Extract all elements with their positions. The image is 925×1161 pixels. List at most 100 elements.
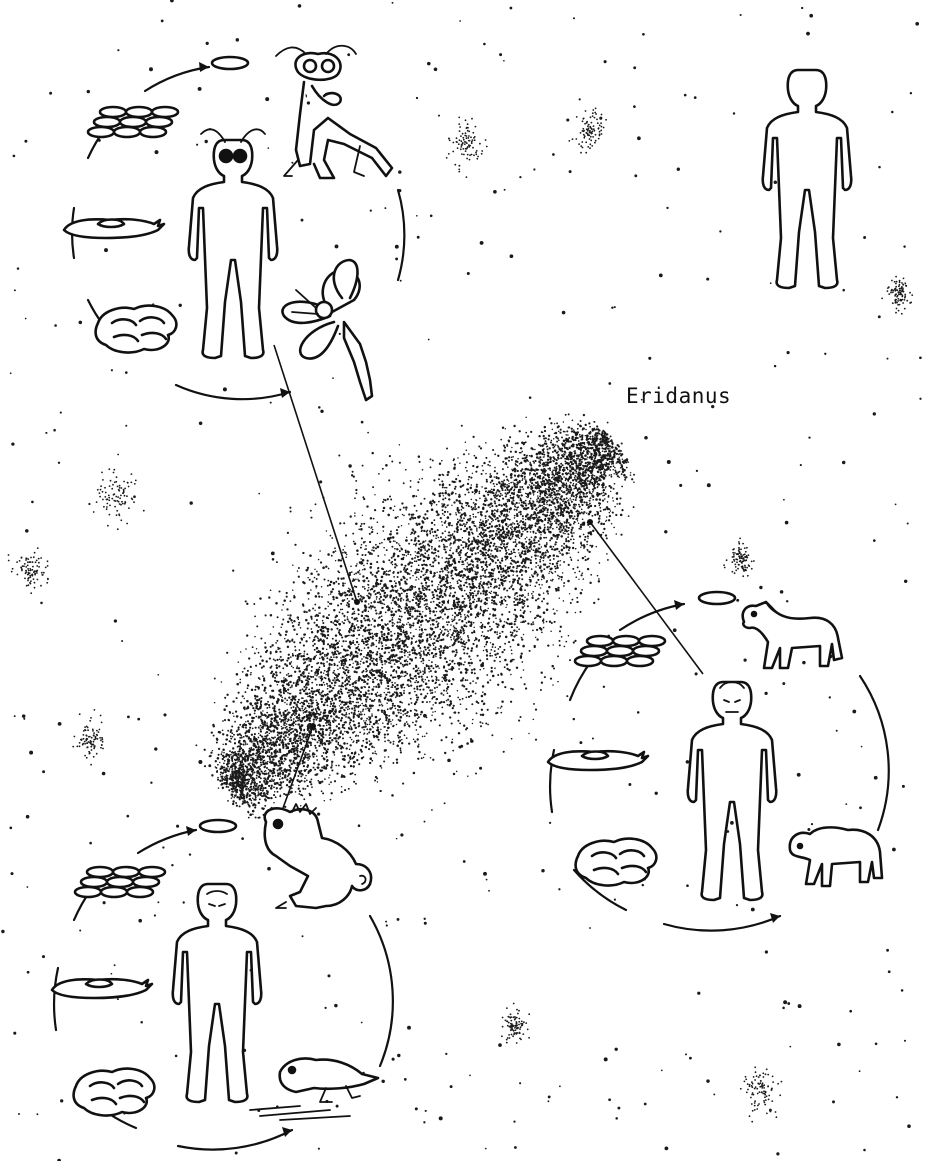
nebula-dot [353,781,355,783]
nebula-dot [568,413,570,415]
nebula-dot [399,651,400,652]
nebula-dot [443,701,445,703]
nebula-dot [384,663,386,665]
nebula-dot [435,664,437,666]
nebula-dot [353,683,355,685]
nebula-dot [326,717,329,720]
nebula-dot [415,657,417,659]
nebula-dot [322,615,324,617]
nebula-dot [407,652,409,654]
nebula-dot [400,686,402,688]
nebula-dot [341,692,343,694]
nebula-dot [368,693,370,695]
nebula-dot [530,526,532,528]
nebula-dot [317,741,319,743]
nebula-dot [420,549,423,552]
nebula-dot [470,477,472,479]
nebula-dot [305,688,307,690]
nebula-dot [481,465,483,467]
nebula-dot [553,549,555,551]
nebula-dot [546,496,548,498]
nebula-dot [390,660,391,661]
nebula-dot [460,663,462,665]
nebula-dot [596,546,598,548]
nebula-dot [511,447,512,448]
nebula-dot [454,488,456,490]
nebula-dot [514,597,516,599]
nebula-dot [267,761,269,763]
nebula-dot [273,779,275,781]
nebula-dot [375,640,377,642]
nebula-dot [613,488,615,490]
nebula-dot [430,572,432,574]
nebula-dot [530,525,532,527]
nebula-dot [490,642,491,643]
nebula-dot [462,576,464,578]
nebula-dot [521,501,523,503]
nebula-dot [468,639,471,642]
nebula-dot [609,515,611,517]
nebula-dot [440,580,442,582]
nebula-dot [418,676,420,678]
nebula-dot [379,583,381,585]
nebula-dot [441,639,442,640]
nebula-dot [445,506,447,508]
nebula-dot [532,621,534,623]
nebula-dot [510,495,511,496]
nebula-dot [300,770,302,772]
nebula-dot [341,689,343,691]
nebula-dot [240,651,241,652]
nebula-dot [212,750,213,751]
nebula-dot [535,525,537,527]
nebula-dot [583,544,585,546]
nebula-dot [471,672,473,674]
nebula-dot [540,459,542,461]
nebula-dot [270,787,273,790]
nebula-dot [424,549,426,551]
nebula-dot [315,709,317,711]
nebula-dot [616,498,618,500]
nebula-dot [534,449,536,451]
nebula-dot [305,679,307,681]
nebula-dot [402,643,404,645]
nebula-dot [616,462,618,464]
nebula-dot [586,492,588,494]
nebula-dot [541,546,542,547]
nebula-dot [346,743,348,745]
nebula-dot [547,644,549,646]
nebula-dot [431,676,433,678]
nebula-dot [581,459,583,461]
nebula-dot [322,627,324,629]
nebula-dot [352,701,354,703]
nebula-dot [254,698,256,700]
nebula-dot [259,785,261,787]
nebula-dot [479,582,482,585]
nebula-dot [556,422,558,424]
nebula-dot [529,650,531,652]
nebula-dot [423,560,425,562]
nebula-dot [621,442,623,444]
nebula-dot [344,616,346,618]
nebula-dot [356,549,359,552]
nebula-dot [358,722,360,724]
nebula-dot [498,499,500,501]
nebula-dot [280,689,282,691]
nebula-dot [224,771,226,773]
nebula-dot [460,636,462,638]
nebula-dot [460,515,462,517]
nebula-dot [530,611,532,613]
nebula-dot [447,511,449,513]
nebula-dot [388,715,390,717]
nebula-dot [345,721,347,723]
nebula-dot [366,728,368,730]
nebula-dot [242,695,244,697]
nebula-dot [404,734,406,736]
nebula-dot [500,712,502,714]
nebula-dot [535,487,537,489]
nebula-dot [401,608,403,610]
nebula-dot [630,474,632,476]
nebula-dot [421,520,423,522]
nebula-dot [458,636,460,638]
nebula-dot [525,481,527,483]
nebula-dot [549,418,551,420]
